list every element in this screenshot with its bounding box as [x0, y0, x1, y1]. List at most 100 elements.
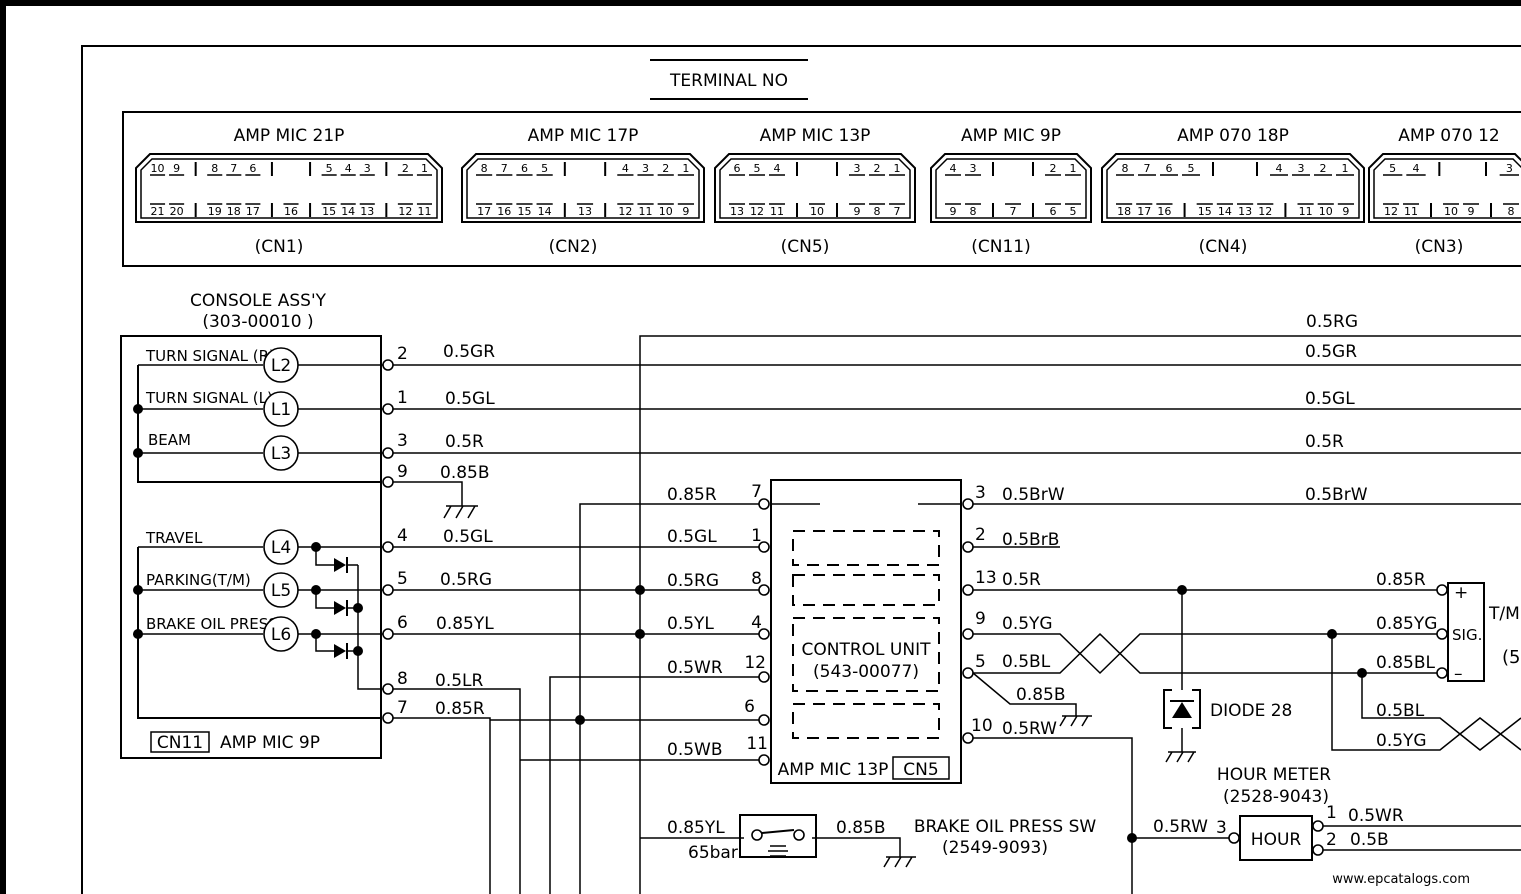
wire-label: 0.5BrW — [1002, 485, 1065, 505]
connector-name: AMP 070 12 — [1398, 126, 1499, 146]
svg-text:L5: L5 — [271, 581, 291, 601]
connector-outline — [461, 153, 705, 223]
control-unit-footer-box — [892, 756, 950, 780]
connector-pin: 11 — [417, 205, 431, 218]
wire-label: 0.5GL — [667, 527, 717, 547]
connector-pin: 8 — [1508, 205, 1515, 218]
connector-outline — [930, 153, 1092, 223]
cu-pin-number: 11 — [746, 734, 768, 754]
connector-pin: 4 — [1413, 162, 1420, 175]
console-pin-number: 5 — [397, 569, 408, 589]
connector-pin: 2 — [1320, 162, 1327, 175]
cu-pin-number: 4 — [751, 613, 762, 633]
console-pin-number: 2 — [397, 344, 408, 364]
connector-pin: 12 — [1258, 205, 1272, 218]
connector-pin: 1 — [894, 162, 901, 175]
connector-inner — [1106, 158, 1360, 219]
wire-label: 0.5WR — [667, 658, 723, 678]
wire-label: 0.5BL — [1002, 652, 1051, 672]
connector-inner — [719, 158, 911, 219]
connector-code: (CN2) — [549, 237, 598, 257]
console-title: CONSOLE ASS'Y — [190, 291, 327, 311]
console-footer-name: AMP MIC 9P — [220, 733, 320, 753]
connector-inner — [935, 158, 1087, 219]
control-unit-name: CONTROL UNIT — [802, 640, 932, 660]
connector-inner — [466, 158, 700, 219]
connector-pin: 16 — [1157, 205, 1171, 218]
connector-pin: 11 — [1299, 205, 1313, 218]
connector-code: (CN1) — [255, 237, 304, 257]
wire-label: 0.5BrB — [1002, 530, 1059, 550]
connector-pin: 12 — [750, 205, 764, 218]
watermark: www.epcatalogs.com — [1332, 872, 1470, 887]
connector-code: (CN11) — [971, 237, 1030, 257]
connector-pin: 2 — [874, 162, 881, 175]
lamp-label-l3: BEAM — [148, 431, 191, 449]
connector-outline — [1368, 153, 1521, 223]
connector-pin: 15 — [1198, 205, 1212, 218]
lamp-l6: L6 — [263, 616, 299, 652]
connector-pin: 5 — [754, 162, 761, 175]
cu-pin-number: 1 — [751, 526, 762, 546]
logic-block — [792, 617, 940, 692]
left-border — [0, 0, 6, 894]
lamp-l2: L2 — [263, 347, 299, 383]
connector-pin: 5 — [1070, 205, 1077, 218]
lamp-l1: L1 — [263, 391, 299, 427]
connector-pin: 8 — [211, 162, 218, 175]
cu-pin-number: 9 — [975, 609, 986, 629]
connector-pin: 17 — [246, 205, 260, 218]
control-unit: CONTROL UNIT (543-00077) AMP MIC 13P CN5… — [667, 479, 1065, 784]
connector-pin: 16 — [497, 205, 511, 218]
connector-pin: 5 — [541, 162, 548, 175]
connector-pin: 6 — [249, 162, 256, 175]
console-footer-tag: CN11 — [157, 733, 203, 753]
relay-block — [792, 703, 940, 739]
wire-label: 0.5R — [445, 432, 484, 452]
console-common-bus-lower — [137, 547, 381, 719]
connector-pin: 2 — [662, 162, 669, 175]
connector-pin: 10 — [1319, 205, 1333, 218]
connector-pin: 2 — [402, 162, 409, 175]
console-pin-number: 9 — [397, 462, 408, 482]
wire-label: 0.5YG — [1376, 731, 1427, 751]
lamp-l3: L3 — [263, 435, 299, 471]
sig-side-code: (5 — [1502, 647, 1520, 668]
wire-label: 0.5GR — [443, 342, 495, 362]
connector-pin: 1 — [1070, 162, 1077, 175]
wire-label: 0.5R — [1002, 570, 1041, 590]
diode-28: DIODE 28 — [1163, 689, 1292, 729]
top-border — [0, 0, 1521, 6]
connector-pin: 10 — [659, 205, 673, 218]
svg-text:L1: L1 — [271, 400, 291, 420]
wire-label: 0.5GR — [1305, 342, 1357, 362]
connector-pin: 3 — [1298, 162, 1305, 175]
connector-pin: 9 — [173, 162, 180, 175]
wires: 0.5RG 0.5GR 0.5GL 0.5R 0.5BrW 0.85R — [393, 312, 1521, 894]
sig-side-label: T/M — [1488, 604, 1520, 624]
connector-pin: 5 — [1188, 162, 1195, 175]
connector-code: (CN4) — [1199, 237, 1248, 257]
connector-pin: 6 — [521, 162, 528, 175]
cu-pin-number: 12 — [744, 653, 766, 673]
hour-meter-pin: 2 — [1326, 830, 1337, 850]
wire-label: 0.5BrW — [1305, 485, 1368, 505]
connector-name: AMP MIC 21P — [234, 126, 345, 146]
lamp-label-l2: TURN SIGNAL (R) — [145, 347, 275, 365]
switch-name: BRAKE OIL PRESS SW — [914, 817, 1097, 837]
console-pin-number: 6 — [397, 613, 408, 633]
connector-code: (CN3) — [1415, 237, 1464, 257]
connector-pin: 15 — [517, 205, 531, 218]
cu-pin-number: 10 — [971, 716, 993, 736]
switch-part-no: (2549-9093) — [942, 838, 1048, 858]
connector-pin: 14 — [538, 205, 552, 218]
connector-pin: 8 — [874, 205, 881, 218]
connector-pin: 10 — [1444, 205, 1458, 218]
wire-label: 0.85B — [440, 463, 490, 483]
connector-pin: 1 — [421, 162, 428, 175]
cu-pin-number: 8 — [751, 569, 762, 589]
